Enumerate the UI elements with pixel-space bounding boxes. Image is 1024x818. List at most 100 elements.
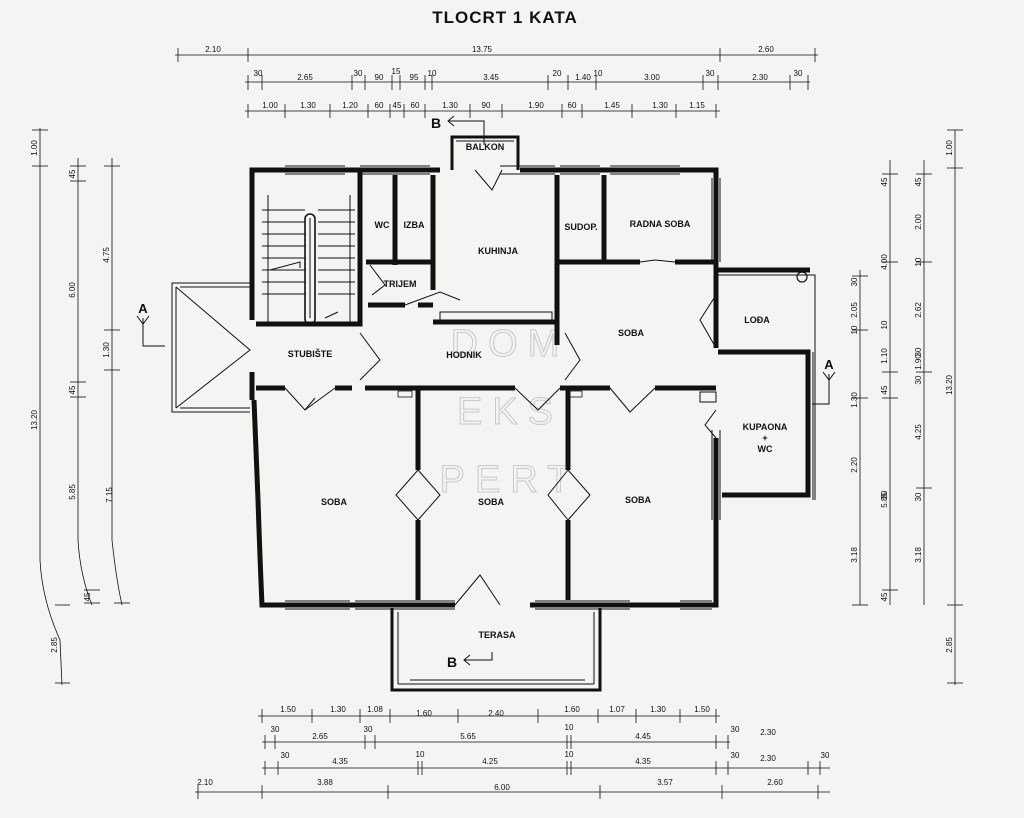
dim-bot1-0: 1.50 [280,705,296,714]
dim-bot4-0: 2.10 [197,778,213,787]
dim-bot2-5: 4.45 [635,732,651,741]
label-balkon: BALKON [466,142,505,152]
dimension-lines-bottom: 1.50 1.30 1.08 1.60 2.40 1.60 1.07 1.30 … [195,705,830,799]
window-frames [285,165,721,610]
dim-right4-6: 30 [914,375,923,384]
label-stubiste: STUBIŠTE [288,348,333,359]
dim-top2-9: 1.40 [575,73,591,82]
dim-left1-2: 2.85 [50,637,59,653]
dim-top1-2: 2.60 [758,45,774,54]
label-sudop: SUDOP. [564,222,597,232]
dim-top3-2: 1.20 [342,101,358,110]
balkon [450,135,520,170]
dimension-lines-left: 1.00 13.20 2.85 45 6.00 45 5.85 45 4.75 … [30,128,130,686]
label-kupaona-line2: + [762,433,767,443]
watermark-line-3: PERT [440,459,581,501]
dim-bot3-0: 30 [281,751,290,760]
room-labels: BALKON WC IZBA KUHINJA SUDOP. RADNA SOBA… [288,142,788,640]
dim-left3-1: 1.30 [102,342,111,358]
dim-right2-1: 4.00 [880,254,889,270]
dim-top1-0: 2.10 [205,45,221,54]
dim-bot2-3: 5.65 [460,732,476,741]
dim-bot2-0: 30 [271,725,280,734]
dim-right4-4: 30 [914,347,923,356]
dim-top2-4: 15 [392,67,401,76]
dim-bot1-8: 1.50 [694,705,710,714]
dim-top2-7: 3.45 [483,73,499,82]
dim-right3-2: 10 [850,325,859,334]
dim-bot1-7: 1.30 [650,705,666,714]
dim-bot2-6: 30 [731,725,740,734]
dim-left2-4: 45 [83,592,92,601]
section-markers: A A B B [136,115,836,670]
dim-right4-3: 2.62 [914,302,923,318]
section-a-right-label: A [824,357,834,372]
watermark-line-1: DOM [451,323,570,365]
roof-projection [171,282,251,413]
dim-right2-8: 45 [880,592,889,601]
dim-top2-6: 10 [428,69,437,78]
dim-top3-0: 1.00 [262,101,278,110]
dim-top2-5: 95 [410,73,419,82]
dim-top3-3: 60 [375,101,384,110]
dim-top3-5: 60 [411,101,420,110]
dim-right1-1: 13.20 [945,374,954,395]
label-kupaona-line3: WC [758,444,773,454]
dim-top3-10: 1.45 [604,101,620,110]
dim-right2-4: 45 [880,385,889,394]
dim-bot1-6: 1.07 [609,705,625,714]
dim-top2-0: 30 [254,69,263,78]
kitchen-counter [439,311,553,321]
dim-bot3-6: 30 [731,751,740,760]
dim-top2-1: 2.65 [297,73,313,82]
dim-top2-12: 30 [706,69,715,78]
dim-top3-8: 1.90 [528,101,544,110]
dim-right1-2: 2.85 [945,637,954,653]
dim-right2-0: 45 [880,177,889,186]
dim-right2-2: 10 [880,320,889,329]
dimension-lines-top: 2.10 13.75 2.60 30 2.65 30 90 15 95 10 3… [175,45,818,118]
label-wc: WC [375,220,390,230]
label-hodnik: HODNIK [446,350,482,360]
dim-top2-11: 3.00 [644,73,660,82]
dim-bot3-2: 10 [416,750,425,759]
dim-bot2-2: 30 [364,725,373,734]
dim-right4-5: 1.90 [914,354,923,370]
label-kuhinja: KUHINJA [478,246,519,256]
dim-left2-0: 45 [68,169,77,178]
dim-right1-0: 1.00 [945,140,954,156]
dim-left3-0: 4.75 [102,247,111,263]
dim-bot4-3: 3.57 [657,778,673,787]
section-a-left-label: A [138,301,148,316]
label-soba-sw: SOBA [321,497,348,507]
label-izba: IZBA [404,220,425,230]
label-loda: LOĐA [744,315,770,325]
dim-top3-4: 45 [393,101,402,110]
dim-bot1-1: 1.30 [330,705,346,714]
dim-top3-12: 1.15 [689,101,705,110]
dim-bot1-4: 2.40 [488,709,504,718]
label-radna-soba: RADNA SOBA [630,219,691,229]
dim-top3-1: 1.30 [300,101,316,110]
interior-walls [256,170,716,600]
dim-bot3-4: 10 [565,750,574,759]
dim-left1-1: 13.20 [30,409,39,430]
dim-right4-8: 30 [914,492,923,501]
staircase [262,195,355,325]
label-soba-s: SOBA [478,497,505,507]
dim-right4-0: 45 [914,177,923,186]
dim-bot3-8: 30 [821,751,830,760]
dim-top2-10: 10 [594,69,603,78]
section-b-bottom-label: B [447,654,457,670]
dim-top2-8: 20 [553,69,562,78]
dimension-lines-right: 1.00 13.20 2.85 45 4.00 10 1.10 45 2.20 … [850,129,963,685]
dim-bot1-2: 1.08 [367,705,383,714]
dim-top3-9: 60 [568,101,577,110]
dim-bot4-4: 2.60 [767,778,783,787]
dim-top1-1: 13.75 [472,45,493,54]
label-terasa: TERASA [478,630,516,640]
exterior-walls [249,167,811,608]
pipe-marks [397,271,808,398]
dim-bot2-1: 2.65 [312,732,328,741]
dim-right3-3: 1.30 [850,392,859,408]
